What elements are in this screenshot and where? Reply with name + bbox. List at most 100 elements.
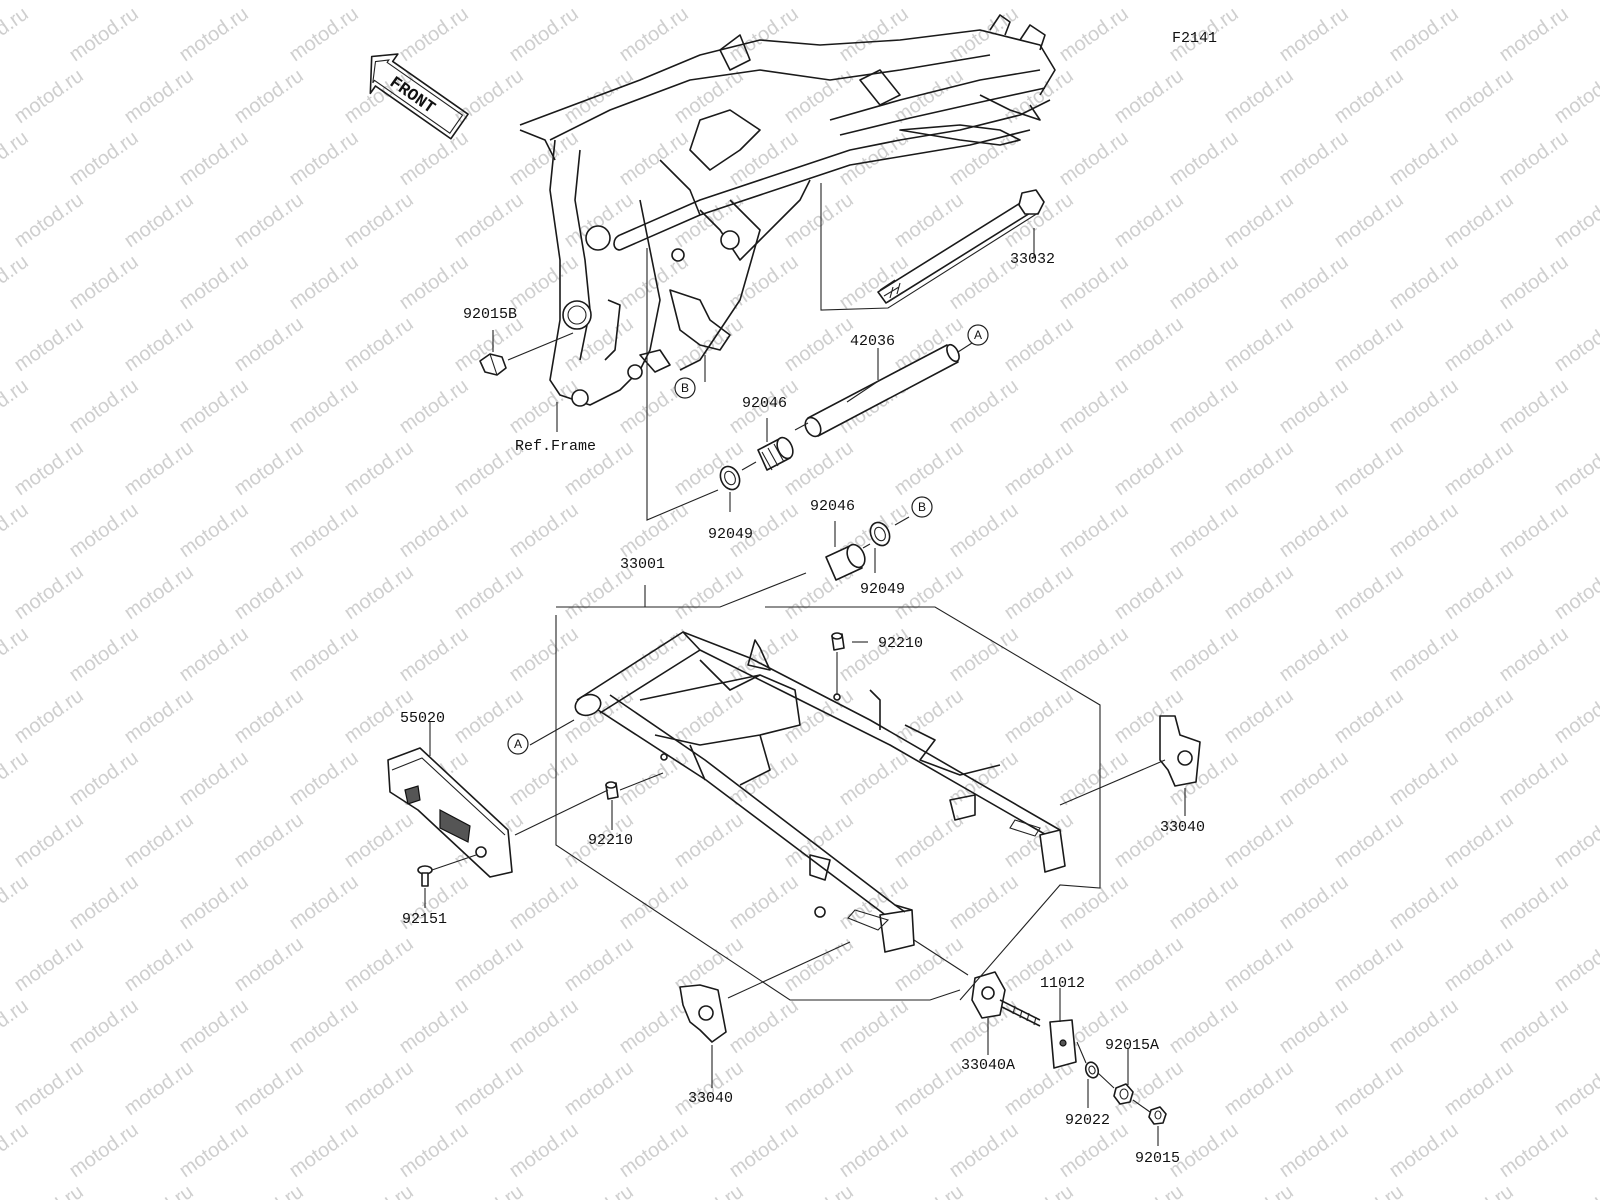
watermark-text: motod.ru xyxy=(890,0,967,4)
watermark-text: motod.ru xyxy=(120,189,197,252)
watermark-text: motod.ru xyxy=(0,623,33,686)
watermark-text: motod.ru xyxy=(505,623,582,686)
watermark-text: motod.ru xyxy=(340,437,417,500)
watermark-text: motod.ru xyxy=(505,499,582,562)
watermark-text: motod.ru xyxy=(1165,375,1242,438)
watermark-text: motod.ru xyxy=(1220,685,1297,748)
watermark-text: motod.ru xyxy=(1330,437,1407,500)
watermark-text: motod.ru xyxy=(230,65,307,128)
watermark-text: motod.ru xyxy=(1220,1181,1297,1200)
watermark-text: motod.ru xyxy=(835,1119,912,1182)
watermark-text: motod.ru xyxy=(1330,809,1407,872)
watermark-text: motod.ru xyxy=(340,809,417,872)
label-33001: 33001 xyxy=(620,556,665,573)
watermark-text: motod.ru xyxy=(0,871,33,934)
label-ref-frame: Ref.Frame xyxy=(515,438,596,455)
label-92049-mid: 92049 xyxy=(860,581,905,598)
nut-92015B xyxy=(479,353,507,376)
watermark-text: motod.ru xyxy=(175,623,252,686)
watermark-text: motod.ru xyxy=(1440,933,1517,996)
watermark-text: motod.ru xyxy=(505,871,582,934)
watermark-text: motod.ru xyxy=(835,3,912,66)
callout-b-mid: B xyxy=(911,496,933,518)
svg-text:B: B xyxy=(918,500,926,514)
watermark-text: motod.ru xyxy=(1385,623,1462,686)
watermark-text: motod.ru xyxy=(835,251,912,314)
watermark-text: motod.ru xyxy=(1275,1119,1352,1182)
watermark-text: motod.ru xyxy=(0,375,33,438)
svg-text:A: A xyxy=(974,328,982,342)
watermark-text: motod.ru xyxy=(285,623,362,686)
watermark-text: motod.ru xyxy=(10,1181,87,1200)
watermark-text: motod.ru xyxy=(1550,933,1600,996)
watermark-text: motod.ru xyxy=(285,3,362,66)
watermark-text: motod.ru xyxy=(505,1119,582,1182)
watermark-text: motod.ru xyxy=(1330,189,1407,252)
label-92046-mid: 92046 xyxy=(810,498,855,515)
watermark-text: motod.ru xyxy=(230,1181,307,1200)
watermark-text: motod.ru xyxy=(120,1057,197,1120)
watermark-text: motod.ru xyxy=(890,65,967,128)
watermark-text: motod.ru xyxy=(10,189,87,252)
watermark-text: motod.ru xyxy=(615,747,692,810)
watermark-text: motod.ru xyxy=(945,623,1022,686)
watermark-text: motod.ru xyxy=(1055,127,1132,190)
watermark-text: motod.ru xyxy=(1165,251,1242,314)
watermark-text: motod.ru xyxy=(1330,561,1407,624)
label-92015A: 92015A xyxy=(1105,1037,1159,1054)
watermark-text: motod.ru xyxy=(670,1181,747,1200)
watermark-text: motod.ru xyxy=(1550,189,1600,252)
watermark-text: motod.ru xyxy=(1000,437,1077,500)
watermark-text: motod.ru xyxy=(560,1057,637,1120)
watermark-text: motod.ru xyxy=(10,933,87,996)
watermark-text: motod.ru xyxy=(1220,437,1297,500)
watermark-text: motod.ru xyxy=(1165,623,1242,686)
watermark-text: motod.ru xyxy=(395,623,472,686)
watermark-text: motod.ru xyxy=(230,437,307,500)
label-92210-left: 92210 xyxy=(588,832,633,849)
watermark-text: motod.ru xyxy=(285,871,362,934)
watermark-text: motod.ru xyxy=(340,1057,417,1120)
watermark-text: motod.ru xyxy=(1110,1181,1187,1200)
watermark-text: motod.ru xyxy=(890,1181,967,1200)
leader-lines xyxy=(424,183,1186,1146)
callout-a-swingarm: A xyxy=(507,733,529,755)
watermark-text: motod.ru xyxy=(1275,747,1352,810)
watermark-text: motod.ru xyxy=(1330,1181,1407,1200)
watermark-text: motod.ru xyxy=(1000,685,1077,748)
watermark-text: motod.ru xyxy=(1440,561,1517,624)
watermark-text: motod.ru xyxy=(1110,313,1187,376)
watermark-text: motod.ru xyxy=(615,3,692,66)
watermark-text: motod.ru xyxy=(725,1119,802,1182)
watermark-text: motod.ru xyxy=(395,251,472,314)
watermark-text: motod.ru xyxy=(340,1181,417,1200)
label-11012: 11012 xyxy=(1040,975,1085,992)
watermark-text: motod.ru xyxy=(285,747,362,810)
watermark-text: motod.ru xyxy=(1000,561,1077,624)
watermark-text: motod.ru xyxy=(1055,3,1132,66)
watermark-text: motod.ru xyxy=(1165,871,1242,934)
watermark-text: motod.ru xyxy=(175,995,252,1058)
watermark-text: motod.ru xyxy=(560,0,637,4)
label-33040-bottom: 33040 xyxy=(688,1090,733,1107)
watermark-text: motod.ru xyxy=(65,1119,142,1182)
watermark-text: motod.ru xyxy=(175,127,252,190)
watermark-text: motod.ru xyxy=(1220,1057,1297,1120)
watermark-text: motod.ru xyxy=(1495,127,1572,190)
watermark-text: motod.ru xyxy=(285,375,362,438)
swingarm-33001 xyxy=(574,631,1066,953)
plate-33040-right xyxy=(1159,715,1201,787)
watermark-text: motod.ru xyxy=(450,65,527,128)
watermark-text: motod.ru xyxy=(1220,561,1297,624)
watermark-text: motod.ru xyxy=(835,747,912,810)
watermark-text: motod.ru xyxy=(1275,3,1352,66)
svg-text:B: B xyxy=(681,381,689,395)
watermark-text: motod.ru xyxy=(1385,127,1462,190)
watermark-text: motod.ru xyxy=(0,995,33,1058)
watermark-text: motod.ru xyxy=(120,313,197,376)
watermark-text: motod.ru xyxy=(230,0,307,4)
watermark-text: motod.ru xyxy=(65,623,142,686)
watermark-text: motod.ru xyxy=(0,127,33,190)
watermark-text: motod.ru xyxy=(505,127,582,190)
callout-a-top: A xyxy=(967,324,989,346)
